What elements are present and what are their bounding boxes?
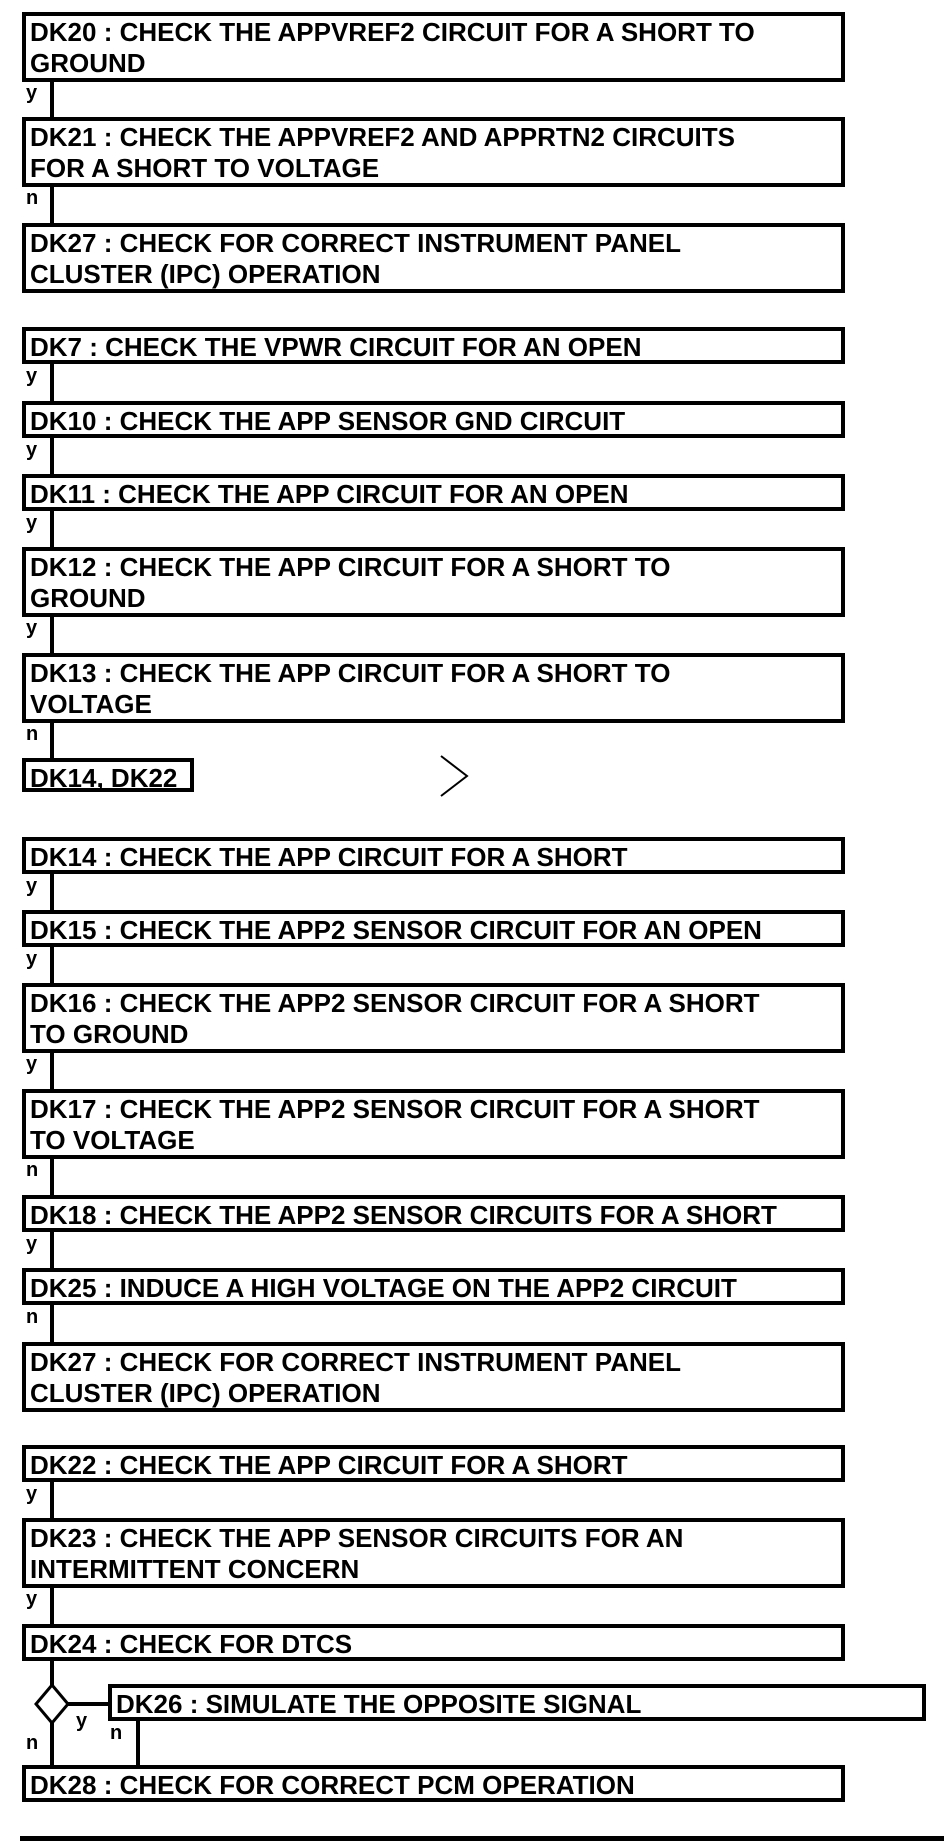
step-dk28[interactable]: DK28 : CHECK FOR CORRECT PCM OPERATION	[22, 1765, 845, 1802]
label-no: n	[26, 187, 39, 209]
step-dk24-line1: DK24 : CHECK FOR DTCS	[30, 1629, 353, 1659]
connector-decision-dk28	[50, 1723, 54, 1765]
step-dk20-line1: DK20 : CHECK THE APPVREF2 CIRCUIT FOR A …	[30, 17, 755, 47]
connector-dk26-dk28	[136, 1721, 140, 1765]
step-dk18-line1: DK18 : CHECK THE APP2 SENSOR CIRCUITS FO…	[30, 1200, 777, 1230]
connector-dk24-decision	[50, 1661, 54, 1685]
label-no: n	[110, 1722, 123, 1744]
step-ref-line1: DK14, DK22	[30, 763, 178, 792]
label-no: n	[26, 1306, 39, 1328]
connector-dk15-dk16	[50, 947, 54, 983]
connector-decision-dk26	[68, 1702, 110, 1706]
step-dk11[interactable]: DK11 : CHECK THE APP CIRCUIT FOR AN OPEN	[22, 474, 845, 511]
label-yes: y	[26, 1233, 38, 1255]
label-yes: y	[26, 948, 38, 970]
label-no: n	[26, 1732, 39, 1754]
connector-dk12-dk13	[50, 617, 54, 653]
step-dk13-line2: VOLTAGE	[30, 689, 152, 719]
step-dk20-line2: GROUND	[30, 48, 146, 78]
step-dk7-line1: DK7 : CHECK THE VPWR CIRCUIT FOR AN OPEN	[30, 332, 642, 362]
label-yes: y	[26, 439, 38, 461]
label-yes: y	[26, 512, 38, 534]
step-dk25-line1: DK25 : INDUCE A HIGH VOLTAGE ON THE APP2…	[30, 1273, 737, 1303]
step-dk26-line1: DK26 : SIMULATE THE OPPOSITE SIGNAL	[116, 1689, 642, 1719]
step-dk27-second-line2: CLUSTER (IPC) OPERATION	[30, 1378, 381, 1408]
label-no: n	[26, 1159, 39, 1181]
connector-dk7-dk10	[50, 364, 54, 401]
step-dk21[interactable]: DK21 : CHECK THE APPVREF2 AND APPRTN2 CI…	[22, 117, 845, 187]
label-yes: y	[26, 875, 38, 897]
label-yes: y	[76, 1710, 88, 1732]
step-dk14[interactable]: DK14 : CHECK THE APP CIRCUIT FOR A SHORT	[22, 837, 845, 874]
step-dk26[interactable]: DK26 : SIMULATE THE OPPOSITE SIGNAL	[108, 1684, 926, 1721]
step-dk23[interactable]: DK23 : CHECK THE APP SENSOR CIRCUITS FOR…	[22, 1518, 845, 1588]
connector-dk16-dk17	[50, 1053, 54, 1089]
step-dk23-line1: DK23 : CHECK THE APP SENSOR CIRCUITS FOR…	[30, 1523, 684, 1553]
step-dk21-line2: FOR A SHORT TO VOLTAGE	[30, 153, 380, 183]
step-dk27-second-line1: DK27 : CHECK FOR CORRECT INSTRUMENT PANE…	[30, 1347, 681, 1377]
step-dk28-line1: DK28 : CHECK FOR CORRECT PCM OPERATION	[30, 1770, 635, 1800]
step-dk16-line2: TO GROUND	[30, 1019, 189, 1049]
connector-dk22-dk23	[50, 1482, 54, 1518]
step-dk13[interactable]: DK13 : CHECK THE APP CIRCUIT FOR A SHORT…	[22, 653, 845, 723]
connector-dk10-dk11	[50, 438, 54, 474]
step-dk21-line1: DK21 : CHECK THE APPVREF2 AND APPRTN2 CI…	[30, 122, 735, 152]
step-ref-dk14-dk22[interactable]: DK14, DK22	[22, 758, 194, 792]
connector-dk14-dk15	[50, 874, 54, 910]
step-dk22-line1: DK22 : CHECK THE APP CIRCUIT FOR A SHORT	[30, 1450, 628, 1480]
step-dk14-line1: DK14 : CHECK THE APP CIRCUIT FOR A SHORT	[30, 842, 628, 872]
step-dk20[interactable]: DK20 : CHECK THE APPVREF2 CIRCUIT FOR A …	[22, 12, 845, 82]
connector-dk20-dk21	[50, 82, 54, 117]
step-dk27-second[interactable]: DK27 : CHECK FOR CORRECT INSTRUMENT PANE…	[22, 1342, 845, 1412]
connector-dk25-dk27	[50, 1305, 54, 1342]
step-dk13-line1: DK13 : CHECK THE APP CIRCUIT FOR A SHORT…	[30, 658, 671, 688]
connector-dk17-dk18	[50, 1159, 54, 1195]
connector-dk23-dk24	[50, 1588, 54, 1624]
label-yes: y	[26, 82, 38, 104]
label-yes: y	[26, 617, 38, 639]
step-dk11-line1: DK11 : CHECK THE APP CIRCUIT FOR AN OPEN	[30, 479, 629, 509]
chevron-right-icon	[440, 755, 469, 797]
connector-dk11-dk12	[50, 511, 54, 547]
step-dk10[interactable]: DK10 : CHECK THE APP SENSOR GND CIRCUIT	[22, 401, 845, 438]
step-dk18[interactable]: DK18 : CHECK THE APP2 SENSOR CIRCUITS FO…	[22, 1195, 845, 1232]
connector-dk18-dk25	[50, 1232, 54, 1268]
step-dk15-line1: DK15 : CHECK THE APP2 SENSOR CIRCUIT FOR…	[30, 915, 762, 945]
step-dk12[interactable]: DK12 : CHECK THE APP CIRCUIT FOR A SHORT…	[22, 547, 845, 617]
connector-dk13-ref	[50, 723, 54, 758]
step-dk23-line2: INTERMITTENT CONCERN	[30, 1554, 360, 1584]
label-no: n	[26, 723, 39, 745]
label-yes: y	[26, 1053, 38, 1075]
step-dk10-line1: DK10 : CHECK THE APP SENSOR GND CIRCUIT	[30, 406, 626, 436]
step-dk17-line2: TO VOLTAGE	[30, 1125, 195, 1155]
step-dk22[interactable]: DK22 : CHECK THE APP CIRCUIT FOR A SHORT	[22, 1445, 845, 1482]
connector-dk21-dk27	[50, 187, 54, 223]
step-dk27-line2: CLUSTER (IPC) OPERATION	[30, 259, 381, 289]
step-dk16-line1: DK16 : CHECK THE APP2 SENSOR CIRCUIT FOR…	[30, 988, 760, 1018]
decision-diamond[interactable]	[34, 1683, 70, 1725]
step-dk12-line1: DK12 : CHECK THE APP CIRCUIT FOR A SHORT…	[30, 552, 671, 582]
step-dk27-line1: DK27 : CHECK FOR CORRECT INSTRUMENT PANE…	[30, 228, 681, 258]
bottom-rule	[20, 1836, 944, 1841]
step-dk25[interactable]: DK25 : INDUCE A HIGH VOLTAGE ON THE APP2…	[22, 1268, 845, 1305]
step-dk17-line1: DK17 : CHECK THE APP2 SENSOR CIRCUIT FOR…	[30, 1094, 760, 1124]
step-dk12-line2: GROUND	[30, 583, 146, 613]
step-dk24[interactable]: DK24 : CHECK FOR DTCS	[22, 1624, 845, 1661]
step-dk27[interactable]: DK27 : CHECK FOR CORRECT INSTRUMENT PANE…	[22, 223, 845, 293]
step-dk17[interactable]: DK17 : CHECK THE APP2 SENSOR CIRCUIT FOR…	[22, 1089, 845, 1159]
label-yes: y	[26, 1483, 38, 1505]
step-dk7[interactable]: DK7 : CHECK THE VPWR CIRCUIT FOR AN OPEN	[22, 327, 845, 364]
step-dk16[interactable]: DK16 : CHECK THE APP2 SENSOR CIRCUIT FOR…	[22, 983, 845, 1053]
step-dk15[interactable]: DK15 : CHECK THE APP2 SENSOR CIRCUIT FOR…	[22, 910, 845, 947]
label-yes: y	[26, 1588, 38, 1610]
label-yes: y	[26, 365, 38, 387]
